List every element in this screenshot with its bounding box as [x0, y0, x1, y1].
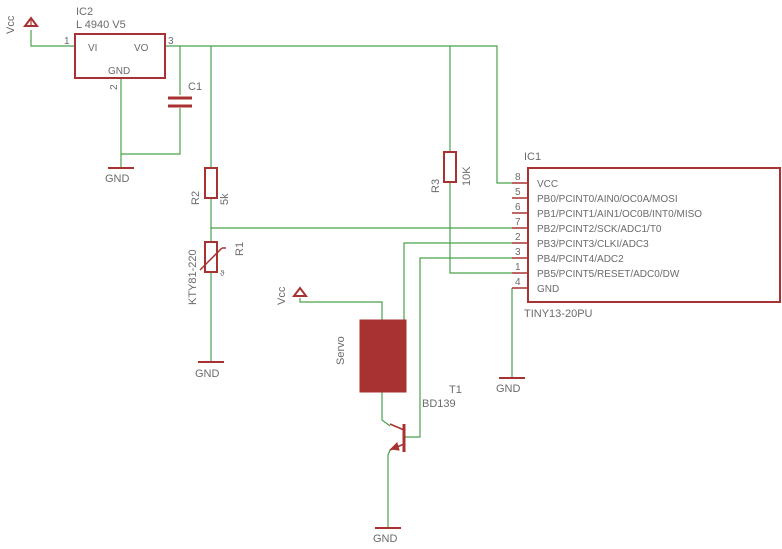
servo-body — [359, 319, 407, 393]
wire-c1-gnd — [121, 108, 181, 155]
ic1-pin-num: 7 — [515, 217, 521, 228]
ic1-pin-label: PB4/PCINT4/ADC2 — [537, 254, 624, 265]
ic1-pin-num: 4 — [515, 277, 521, 288]
wire-r3-reset — [449, 182, 512, 274]
wire-vcc-servo — [299, 298, 383, 320]
wire-pb3-servo — [403, 242, 512, 320]
t1-emitter-arrow — [389, 442, 400, 451]
wire-emitter-gnd — [387, 449, 391, 528]
t1-collector — [389, 423, 405, 431]
servo-name: Servo — [335, 336, 347, 365]
gnd-r1-symbol: GND — [195, 361, 224, 380]
r3-name: R3 — [430, 179, 442, 193]
ic1-pin-label: GND — [537, 284, 559, 295]
ic1-pin-num: 1 — [515, 262, 521, 273]
c1-name: C1 — [188, 81, 202, 93]
r1-thermistor: ϑ R1 KTY81-220 — [187, 241, 246, 305]
ic2-pin3: 3 — [168, 36, 174, 47]
ic1-pin-label: PB2/PCINT2/SCK/ADC1/T0 — [537, 224, 662, 235]
vcc-servo-symbol: Vcc — [276, 286, 308, 305]
t1-value: BD139 — [422, 398, 456, 410]
ic1-pin-label: PB0/PCINT0/AIN0/OC0A/MOSI — [537, 194, 678, 205]
ic1-microcontroller: IC1 TINY13-20PU 8 5 6 7 2 3 1 4 VCC PB0/… — [512, 151, 781, 320]
c1-capacitor: C1 — [168, 81, 202, 108]
ic1-pin-num: 6 — [515, 202, 521, 213]
gnd-ic1-symbol: GND — [496, 377, 525, 395]
wire-servo-collector — [381, 392, 391, 427]
r2-resistor: R2 5k — [190, 167, 231, 205]
r3-body — [443, 151, 457, 183]
wire-pb4-base — [404, 257, 512, 438]
gnd-ic1-label: GND — [496, 383, 521, 395]
ic1-pin-label: VCC — [537, 179, 558, 190]
t1-name: T1 — [449, 384, 462, 396]
r1-body — [204, 241, 218, 273]
gnd-t1-symbol: GND — [373, 527, 401, 545]
r2-body — [204, 167, 218, 199]
ic2-pin1: 1 — [64, 36, 70, 47]
ic2-body — [74, 33, 166, 79]
r3-resistor: R3 10K — [430, 151, 473, 193]
ic1-pin-num: 2 — [515, 232, 521, 243]
r3-value: 10K — [461, 166, 473, 186]
vcc-top-symbol: Vcc — [5, 15, 39, 34]
vcc-servo-label: Vcc — [276, 286, 288, 305]
r1-theta-mark: ϑ — [220, 269, 225, 278]
ic1-pin-num: 5 — [515, 187, 521, 198]
ic2-pin-gnd-label: GND — [108, 66, 130, 77]
servo-motor: Servo — [335, 319, 407, 393]
ic2-name: IC2 — [76, 6, 93, 18]
gnd-c1-label: GND — [105, 173, 130, 185]
wire-vo-rail — [165, 45, 512, 184]
ic1-pin-label: PB5/PCINT5/RESET/ADC0/DW — [537, 269, 680, 280]
ic1-value: TINY13-20PU — [524, 308, 593, 320]
vcc-top-arrow — [23, 16, 39, 27]
wire-vcc-vi — [30, 30, 75, 47]
ic2-regulator: IC2 L 4940 V5 VI VO GND 1 3 2 — [64, 6, 174, 90]
r1-name: R1 — [234, 242, 246, 256]
ic1-pin-label: PB1/PCINT1/AIN1/OC0B/INT0/MISO — [537, 209, 702, 220]
gnd-r1-label: GND — [195, 368, 220, 380]
gnd-t1-label: GND — [373, 533, 398, 545]
vcc-top-label: Vcc — [5, 15, 17, 34]
ic1-name: IC1 — [524, 151, 541, 163]
r1-value: KTY81-220 — [187, 249, 199, 305]
r2-name: R2 — [190, 191, 202, 205]
ic2-pin2: 2 — [109, 84, 120, 90]
r2-value: 5k — [219, 193, 231, 205]
ic1-pin-label: PB3/PCINT3/CLKI/ADC3 — [537, 239, 649, 250]
gnd-c1-symbol: GND — [105, 167, 134, 185]
ic2-pin-vo-label: VO — [134, 43, 149, 54]
ic1-pin-stubs — [512, 182, 528, 289]
vcc-servo-arrow — [292, 286, 308, 297]
ic2-pin-vi-label: VI — [88, 43, 97, 54]
ic1-pin-num: 8 — [515, 172, 521, 183]
ic1-body — [527, 167, 781, 303]
t1-transistor: T1 BD139 — [389, 384, 462, 452]
wires — [30, 30, 513, 528]
ic2-value: L 4940 V5 — [76, 19, 126, 31]
ic1-pin-num: 3 — [515, 247, 521, 258]
